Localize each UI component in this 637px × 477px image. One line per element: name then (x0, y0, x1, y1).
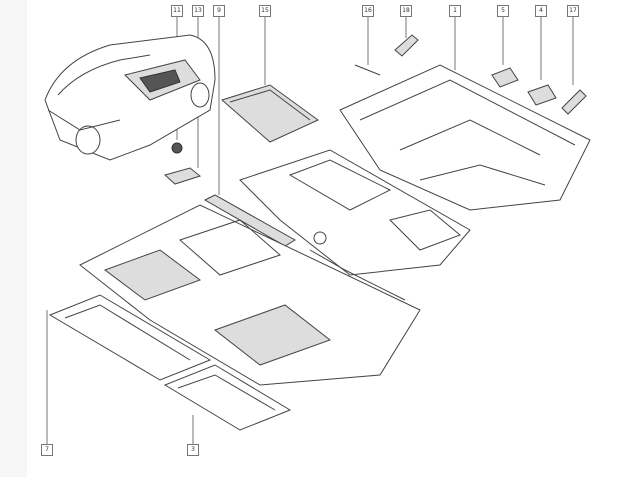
callout-11: 11 (171, 5, 183, 17)
callout-1: 1 (449, 5, 461, 17)
car-illustration (44, 34, 216, 161)
rear-floor-part-1 (339, 64, 591, 211)
carpet-part-7 (48, 294, 212, 381)
bracket-part-18 (394, 34, 419, 57)
bracket-part-17 (561, 89, 587, 115)
callout-17: 17 (567, 5, 579, 17)
callout-3: 3 (187, 444, 199, 456)
callout-4: 4 (535, 5, 547, 17)
middle-floor-section (239, 149, 471, 276)
pad-part-4 (527, 84, 557, 106)
callout-5: 5 (497, 5, 509, 17)
panel-part-15 (220, 84, 319, 143)
strip-part-9 (203, 194, 296, 247)
left-margin-strip (0, 0, 27, 477)
front-floor-section (79, 204, 421, 386)
callout-7: 7 (41, 444, 53, 456)
pad-part-5 (491, 67, 519, 88)
callout-15: 15 (259, 5, 271, 17)
bolt-part-16 (354, 64, 381, 76)
callout-16: 16 (362, 5, 374, 17)
carpet-part-3 (163, 364, 292, 431)
clip-part-11 (171, 142, 183, 154)
callout-18: 18 (400, 5, 412, 17)
callout-13: 13 (192, 5, 204, 17)
block-part-13 (163, 167, 202, 185)
callout-9: 9 (213, 5, 225, 17)
